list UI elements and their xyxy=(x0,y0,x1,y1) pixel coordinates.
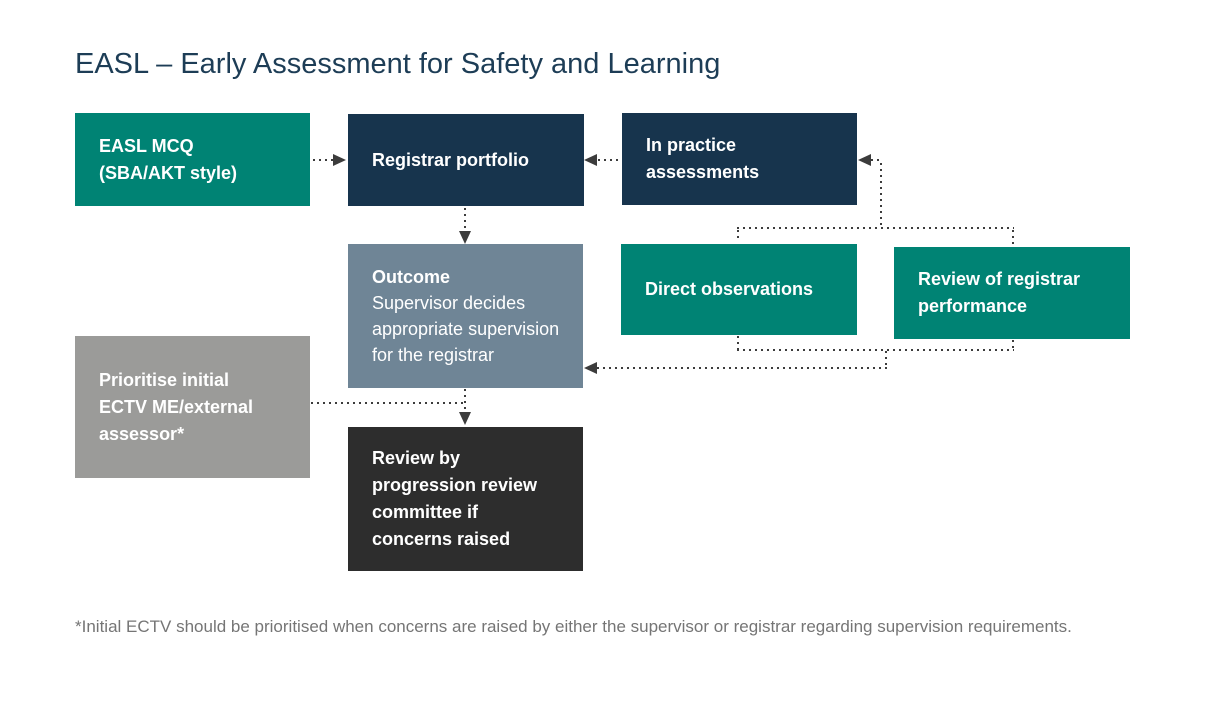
connector-riser-vertical xyxy=(880,163,882,227)
box-progression-review-committee: Review by progression review committee i… xyxy=(348,427,583,571)
connector-lower-bus-drop xyxy=(885,351,887,368)
box-outcome: Outcome Supervisor decides appropriate s… xyxy=(348,244,583,388)
arrowhead-down-icon xyxy=(459,231,471,244)
connector-tick-reviewperf-bottom xyxy=(1012,340,1014,350)
box-in-practice-assessments-label: In practice assessments xyxy=(646,135,760,182)
connector-inpractice-to-portfolio xyxy=(598,159,621,161)
connector-bus-to-outcome xyxy=(597,367,887,369)
connector-tick-directobs-top xyxy=(737,230,739,242)
box-prioritise-ectv-label: Prioritise initial ECTV ME/external asse… xyxy=(99,369,254,444)
box-easl-mcq: EASL MCQ (SBA/AKT style) xyxy=(75,113,310,206)
connector-easl-to-portfolio xyxy=(313,159,333,161)
box-progression-review-committee-label: Review by progression review committee i… xyxy=(372,448,538,549)
box-easl-mcq-label: EASL MCQ (SBA/AKT style) xyxy=(99,135,238,183)
arrowhead-down-icon xyxy=(459,412,471,425)
box-direct-observations-label: Direct observations xyxy=(645,279,814,299)
arrowhead-right-icon xyxy=(333,154,346,166)
box-in-practice-assessments: In practice assessments xyxy=(622,113,857,205)
connector-prioritise-to-committee xyxy=(311,402,465,404)
connector-outcome-to-committee xyxy=(464,389,466,412)
arrowhead-left-icon xyxy=(858,154,871,166)
connector-lower-bus xyxy=(737,349,1014,351)
connector-tick-reviewperf-top xyxy=(1012,230,1014,245)
connector-upper-bus xyxy=(737,227,1014,229)
box-registrar-portfolio-label: Registrar portfolio xyxy=(372,149,530,170)
arrowhead-left-icon xyxy=(584,154,597,166)
page-title: EASL – Early Assessment for Safety and L… xyxy=(75,48,721,80)
arrowhead-left-icon xyxy=(584,362,597,374)
box-review-registrar-performance: Review of registrar performance xyxy=(894,247,1130,339)
box-review-registrar-performance-label: Review of registrar performance xyxy=(918,269,1081,316)
footnote-text: *Initial ECTV should be prioritised when… xyxy=(75,617,1072,636)
box-outcome-body: Supervisor decides appropriate supervisi… xyxy=(372,293,560,365)
box-direct-observations: Direct observations xyxy=(621,244,857,335)
box-prioritise-ectv: Prioritise initial ECTV ME/external asse… xyxy=(75,336,310,478)
box-outcome-title: Outcome xyxy=(372,267,451,287)
connector-riser-to-inpractice xyxy=(871,159,882,161)
box-registrar-portfolio: Registrar portfolio xyxy=(348,114,584,206)
connector-tick-directobs-bottom xyxy=(737,336,739,349)
connector-portfolio-to-outcome xyxy=(464,208,466,232)
